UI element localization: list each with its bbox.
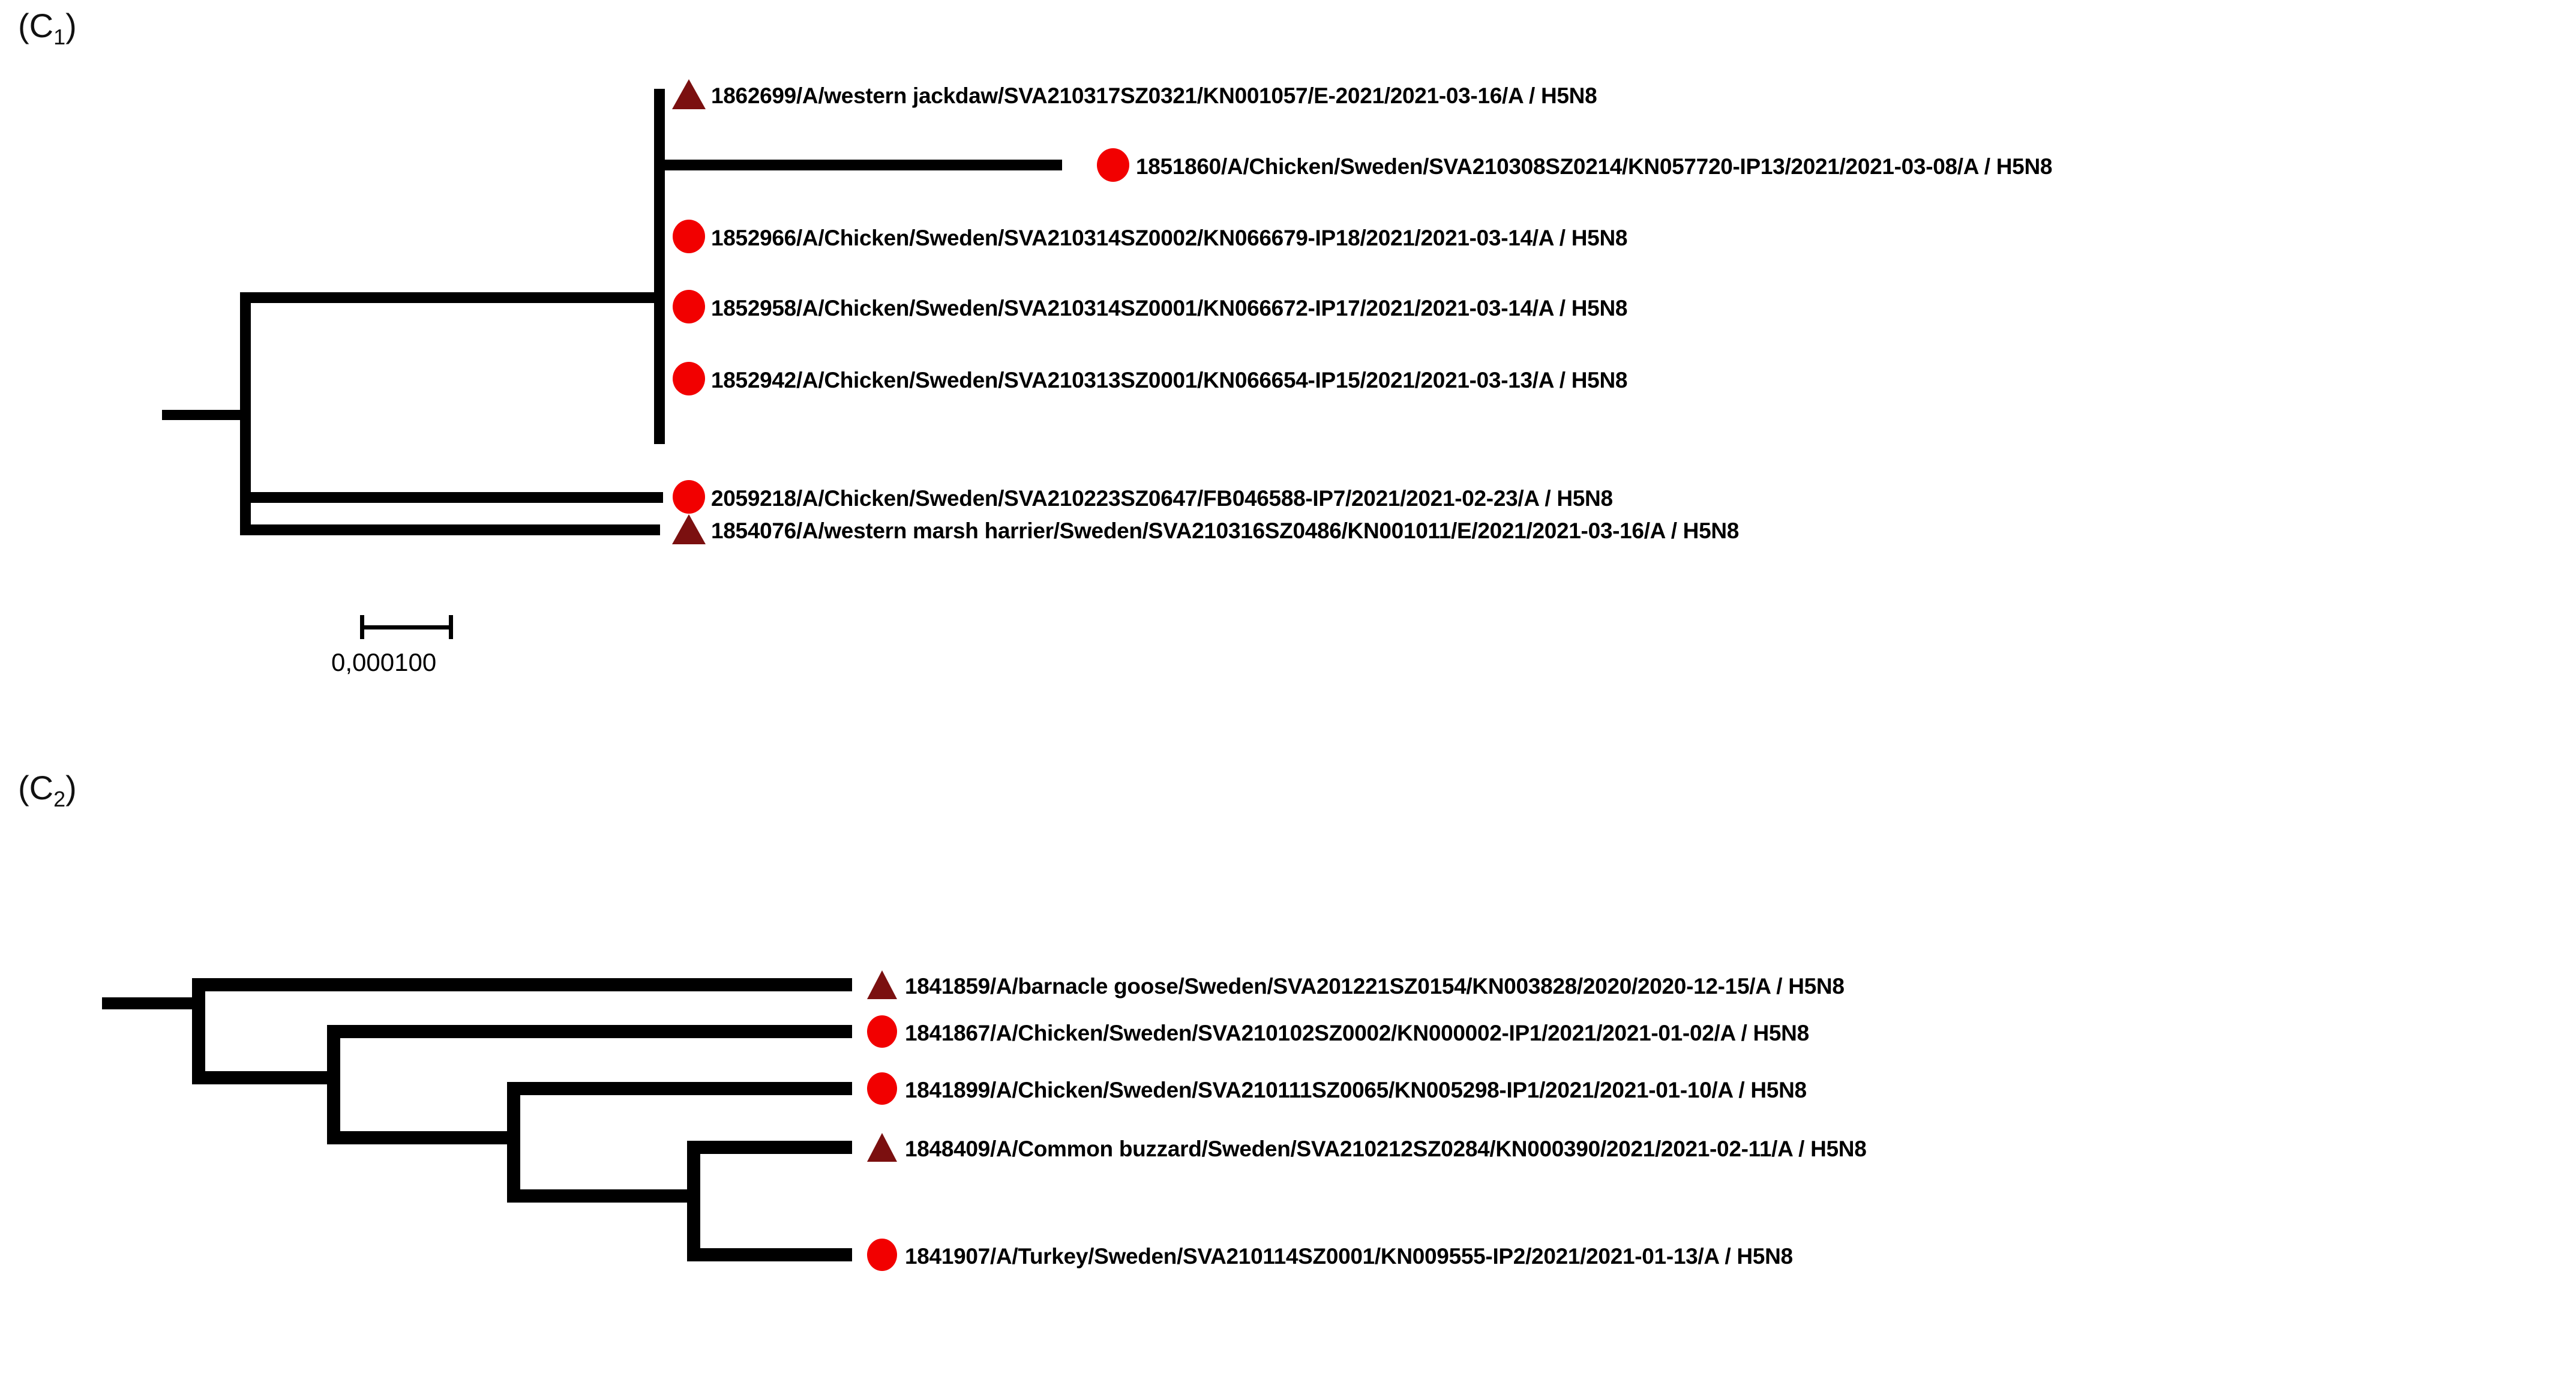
taxon-label-c2-4: 1848409/A/Common buzzard/Sweden/SVA21021… xyxy=(905,1137,1867,1161)
panel-label-c1-subscript: 1 xyxy=(53,25,66,50)
marker-circle-1852942 xyxy=(671,361,706,396)
branch-c2-tip-1841907 xyxy=(687,1248,852,1261)
branch-c2-node1-vertical xyxy=(192,978,205,1083)
marker-circle-1852958 xyxy=(671,289,706,324)
marker-triangle-1862699 xyxy=(671,77,707,111)
scale-bar-label-c1: 0,000100 xyxy=(331,648,437,676)
branch-tip-1851860-extension xyxy=(654,160,1062,170)
marker-circle-1852966 xyxy=(671,219,706,254)
branch-c2-tip-1841867 xyxy=(327,1025,852,1038)
branch-c2-root-stub xyxy=(102,997,198,1009)
taxon-label-c2-5: 1841907/A/Turkey/Sweden/SVA210114SZ0001/… xyxy=(905,1244,1793,1269)
panel-label-c1: (C1) xyxy=(18,6,77,50)
scale-bar-c1: 0,000100 xyxy=(331,615,456,677)
branch-c2-tip-1848409 xyxy=(687,1141,852,1154)
branch-internal-upper xyxy=(240,292,660,303)
marker-triangle-1854076 xyxy=(671,512,707,546)
taxon-label-c1-6: 2059218/A/Chicken/Sweden/SVA210223SZ0647… xyxy=(711,486,1613,511)
branch-polytomy-spine xyxy=(654,89,665,444)
branch-c2-node4-vertical xyxy=(687,1141,700,1261)
marker-circle-1841907 xyxy=(866,1238,898,1272)
tree-c1-branches xyxy=(162,89,1050,535)
panel-label-c2-suffix: ) xyxy=(65,769,77,807)
scale-bar-glyph xyxy=(360,615,453,639)
marker-circle-1851860 xyxy=(1096,148,1130,182)
marker-triangle-1841859 xyxy=(866,969,898,1001)
taxon-label-c2-2: 1841867/A/Chicken/Sweden/SVA210102SZ0002… xyxy=(905,1021,1809,1045)
panel-label-c2-prefix: (C xyxy=(18,769,54,807)
branch-root-stub xyxy=(162,410,249,420)
taxon-label-c1-2: 1851860/A/Chicken/Sweden/SVA210308SZ0214… xyxy=(1136,154,2053,179)
taxon-label-c1-7: 1854076/A/western marsh harrier/Sweden/S… xyxy=(711,518,1740,543)
branch-c2-node3-vertical xyxy=(507,1082,520,1202)
taxon-label-c1-5: 1852942/A/Chicken/Sweden/SVA210313SZ0001… xyxy=(711,368,1628,392)
branch-tip-1854076 xyxy=(240,524,660,535)
marker-circle-1841899 xyxy=(866,1072,898,1105)
branch-tip-1852966 xyxy=(654,232,661,242)
branch-tip-2059218 xyxy=(240,492,663,503)
marker-circle-1841867 xyxy=(866,1015,898,1048)
branch-root-vertical xyxy=(240,292,251,535)
branch-c2-node2-node3 xyxy=(327,1131,513,1144)
panel-label-c1-suffix: ) xyxy=(65,7,77,44)
tree-c2-branches xyxy=(102,978,852,1261)
branch-c2-tip-1841899 xyxy=(507,1082,852,1095)
marker-circle-2059218 xyxy=(671,479,706,514)
marker-triangle-1848409 xyxy=(866,1131,898,1164)
taxon-label-c1-4: 1852958/A/Chicken/Sweden/SVA210314SZ0001… xyxy=(711,296,1628,320)
panel-label-c2-subscript: 2 xyxy=(53,787,66,812)
taxon-label-c1-1: 1862699/A/western jackdaw/SVA210317SZ032… xyxy=(711,83,1597,108)
branch-c2-node1-node2 xyxy=(192,1071,333,1084)
branch-tip-1862699 xyxy=(654,89,661,99)
panel-label-c2: (C2) xyxy=(18,768,77,812)
taxon-label-c1-3: 1852966/A/Chicken/Sweden/SVA210314SZ0002… xyxy=(711,226,1628,250)
panel-label-c1-prefix: (C xyxy=(18,7,54,44)
branch-c2-node2-vertical xyxy=(327,1025,340,1144)
branch-c2-tip-1841859 xyxy=(192,978,852,991)
branch-c2-node3-node4 xyxy=(507,1189,693,1203)
branch-tip-1852942 xyxy=(654,374,661,384)
taxon-label-c2-1: 1841859/A/barnacle goose/Sweden/SVA20122… xyxy=(905,974,1845,999)
branch-tip-1852958 xyxy=(654,302,661,312)
taxon-label-c2-3: 1841899/A/Chicken/Sweden/SVA210111SZ0065… xyxy=(905,1078,1807,1102)
